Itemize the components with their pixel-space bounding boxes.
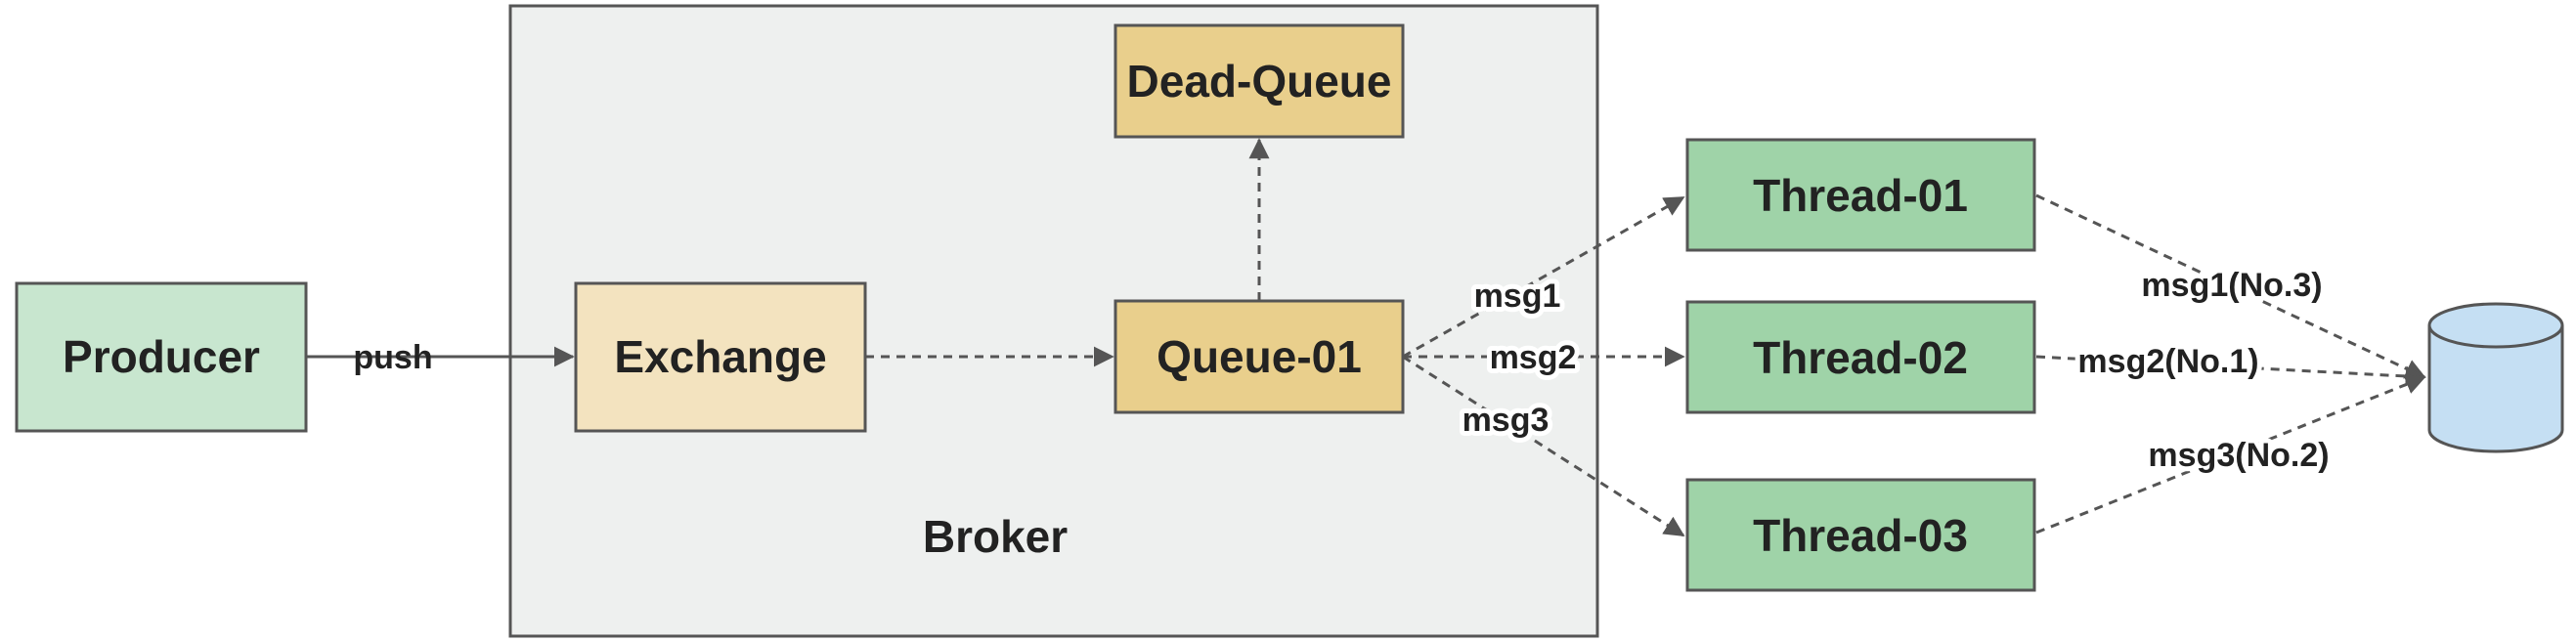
thread-02-node [1685,300,2036,414]
edge-label-msg2: msg2 [1490,339,1577,376]
edge-queue-thread3 [1402,355,1685,537]
broker-label: Broker [923,511,1068,562]
dead-queue-node [1113,23,1405,139]
edge-label-out2: msg2(No.1) [2077,343,2258,380]
producer-node [15,281,308,433]
edge-label-msg3: msg3 [1463,402,1550,439]
edge-label-out3: msg3(No.2) [2148,437,2329,474]
queue-label: Queue-01 [1157,331,1362,382]
thread-02-label: Thread-02 [1753,332,1968,383]
thread-01-label: Thread-01 [1753,170,1968,221]
queue-node [1113,299,1405,414]
exchange-label: Exchange [614,331,826,382]
edge-label-push: push [353,339,432,376]
edge-thread3-database [2035,374,2426,534]
producer-label: Producer [63,331,260,382]
edge-label-out1: msg1(No.3) [2141,267,2322,304]
dead-queue-label: Dead-Queue [1127,56,1392,107]
edge-label-msg1: msg1 [1474,278,1561,315]
thread-03-node [1685,478,2036,592]
edge-queue-thread1 [1402,195,1685,359]
exchange-node [574,281,867,433]
thread-03-label: Thread-03 [1753,510,1968,561]
database-cylinder-icon [2427,302,2564,453]
edge-thread2-database [2035,355,2426,387]
thread-01-node [1685,138,2036,252]
